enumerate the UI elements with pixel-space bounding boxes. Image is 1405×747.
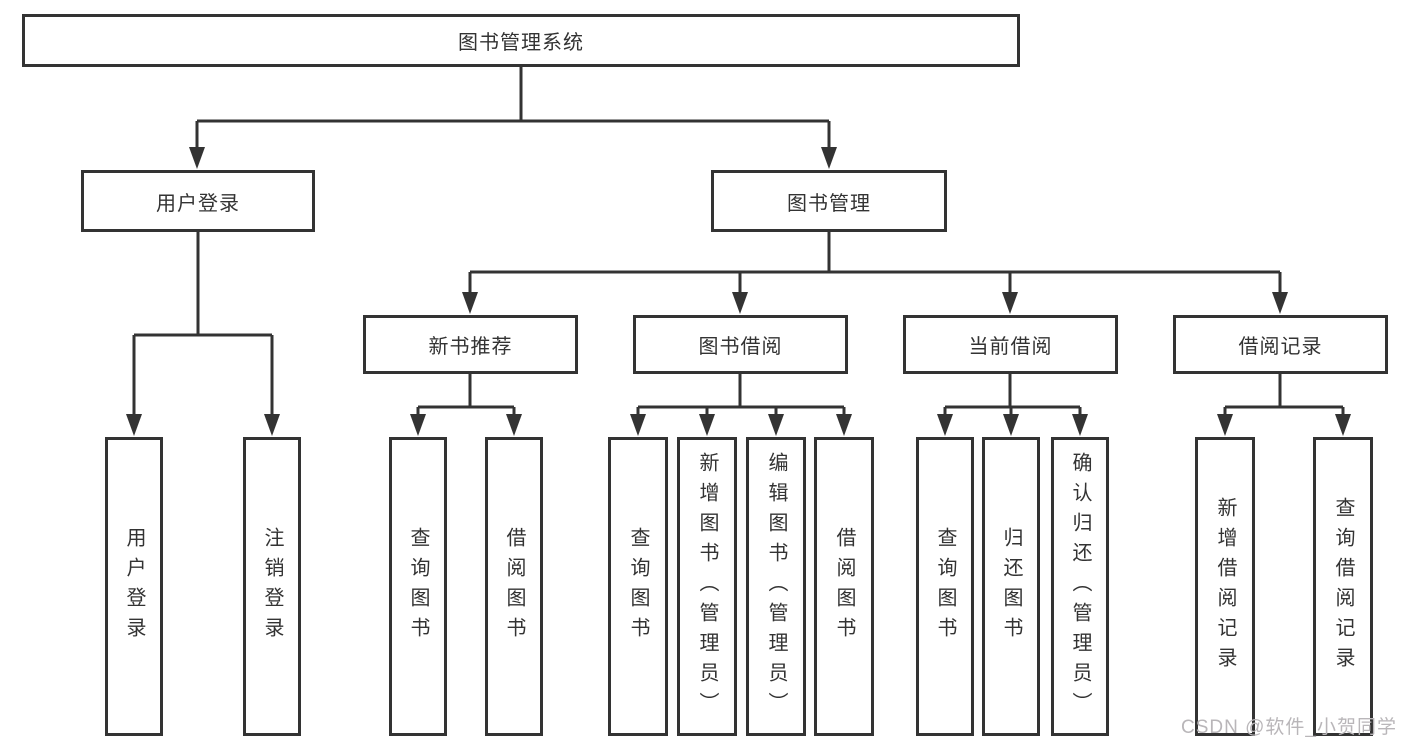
- box-book-borrow: 图书借阅: [633, 315, 848, 374]
- arrowhead: [462, 292, 478, 314]
- leaf-return-book-label: 归还图书: [1000, 526, 1022, 647]
- leaf-query-book-current-label: 查询图书: [934, 526, 956, 647]
- leaf-edit-book-admin-label: 编辑图书（管理员）: [765, 451, 787, 722]
- leaf-borrow-book: 借阅图书: [814, 437, 874, 736]
- leaf-borrow-book-recommend: 借阅图书: [485, 437, 543, 736]
- leaf-confirm-return-admin-label: 确认归还（管理员）: [1069, 451, 1091, 722]
- leaf-add-borrow-record: 新增借阅记录: [1195, 437, 1255, 736]
- leaf-query-book-current: 查询图书: [916, 437, 974, 736]
- arrowhead: [1003, 414, 1019, 436]
- arrowhead: [410, 414, 426, 436]
- connector-arrow-shafts: [132, 121, 1345, 420]
- box-borrow-record: 借阅记录: [1173, 315, 1388, 374]
- leaf-query-book-borrow: 查询图书: [608, 437, 668, 736]
- box-user-login-label: 用户登录: [156, 192, 240, 215]
- leaf-logout: 注销登录: [243, 437, 301, 736]
- leaf-borrow-book-label: 借阅图书: [833, 526, 855, 647]
- arrowhead: [768, 414, 784, 436]
- arrowhead: [506, 414, 522, 436]
- box-library-system: 图书管理系统: [22, 14, 1020, 67]
- leaf-query-book-borrow-label: 查询图书: [627, 526, 649, 647]
- box-current-borrow: 当前借阅: [903, 315, 1118, 374]
- arrowhead: [1002, 292, 1018, 314]
- leaf-return-book: 归还图书: [982, 437, 1040, 736]
- arrowhead: [937, 414, 953, 436]
- leaf-borrow-book-recommend-label: 借阅图书: [503, 526, 525, 647]
- arrowhead: [1335, 414, 1351, 436]
- leaf-user-login: 用户登录: [105, 437, 163, 736]
- leaf-add-borrow-record-label: 新增借阅记录: [1214, 496, 1236, 677]
- leaf-query-book-recommend: 查询图书: [389, 437, 447, 736]
- arrowhead: [699, 414, 715, 436]
- arrowhead: [732, 292, 748, 314]
- box-book-management-label: 图书管理: [787, 192, 871, 215]
- leaf-logout-label: 注销登录: [261, 526, 283, 647]
- leaf-edit-book-admin: 编辑图书（管理员）: [746, 437, 806, 736]
- leaf-query-borrow-record: 查询借阅记录: [1313, 437, 1373, 736]
- box-current-borrow-label: 当前借阅: [968, 336, 1053, 358]
- csdn-watermark: CSDN @软件_小贺同学: [1181, 717, 1397, 738]
- arrowhead: [126, 414, 142, 436]
- box-book-borrow-label: 图书借阅: [698, 336, 783, 358]
- arrowhead: [264, 414, 280, 436]
- box-new-book-recommend: 新书推荐: [363, 315, 578, 374]
- arrowhead: [836, 414, 852, 436]
- box-borrow-record-label: 借阅记录: [1238, 336, 1323, 358]
- leaf-add-book-admin-label: 新增图书（管理员）: [696, 451, 718, 722]
- box-new-book-recommend-label: 新书推荐: [428, 336, 513, 358]
- box-user-login: 用户登录: [81, 170, 315, 232]
- arrowhead: [189, 147, 205, 169]
- leaf-add-book-admin: 新增图书（管理员）: [677, 437, 737, 736]
- arrowhead: [630, 414, 646, 436]
- leaf-confirm-return-admin: 确认归还（管理员）: [1051, 437, 1109, 736]
- leaf-query-book-recommend-label: 查询图书: [407, 526, 429, 647]
- arrowhead: [1072, 414, 1088, 436]
- box-library-system-label: 图书管理系统: [458, 32, 584, 54]
- leaf-user-login-label: 用户登录: [123, 526, 145, 647]
- connector-bones: [134, 67, 1343, 409]
- arrowhead: [1217, 414, 1233, 436]
- arrowhead: [1272, 292, 1288, 314]
- leaf-query-borrow-record-label: 查询借阅记录: [1332, 496, 1354, 677]
- box-book-management: 图书管理: [711, 170, 947, 232]
- arrowhead: [821, 147, 837, 169]
